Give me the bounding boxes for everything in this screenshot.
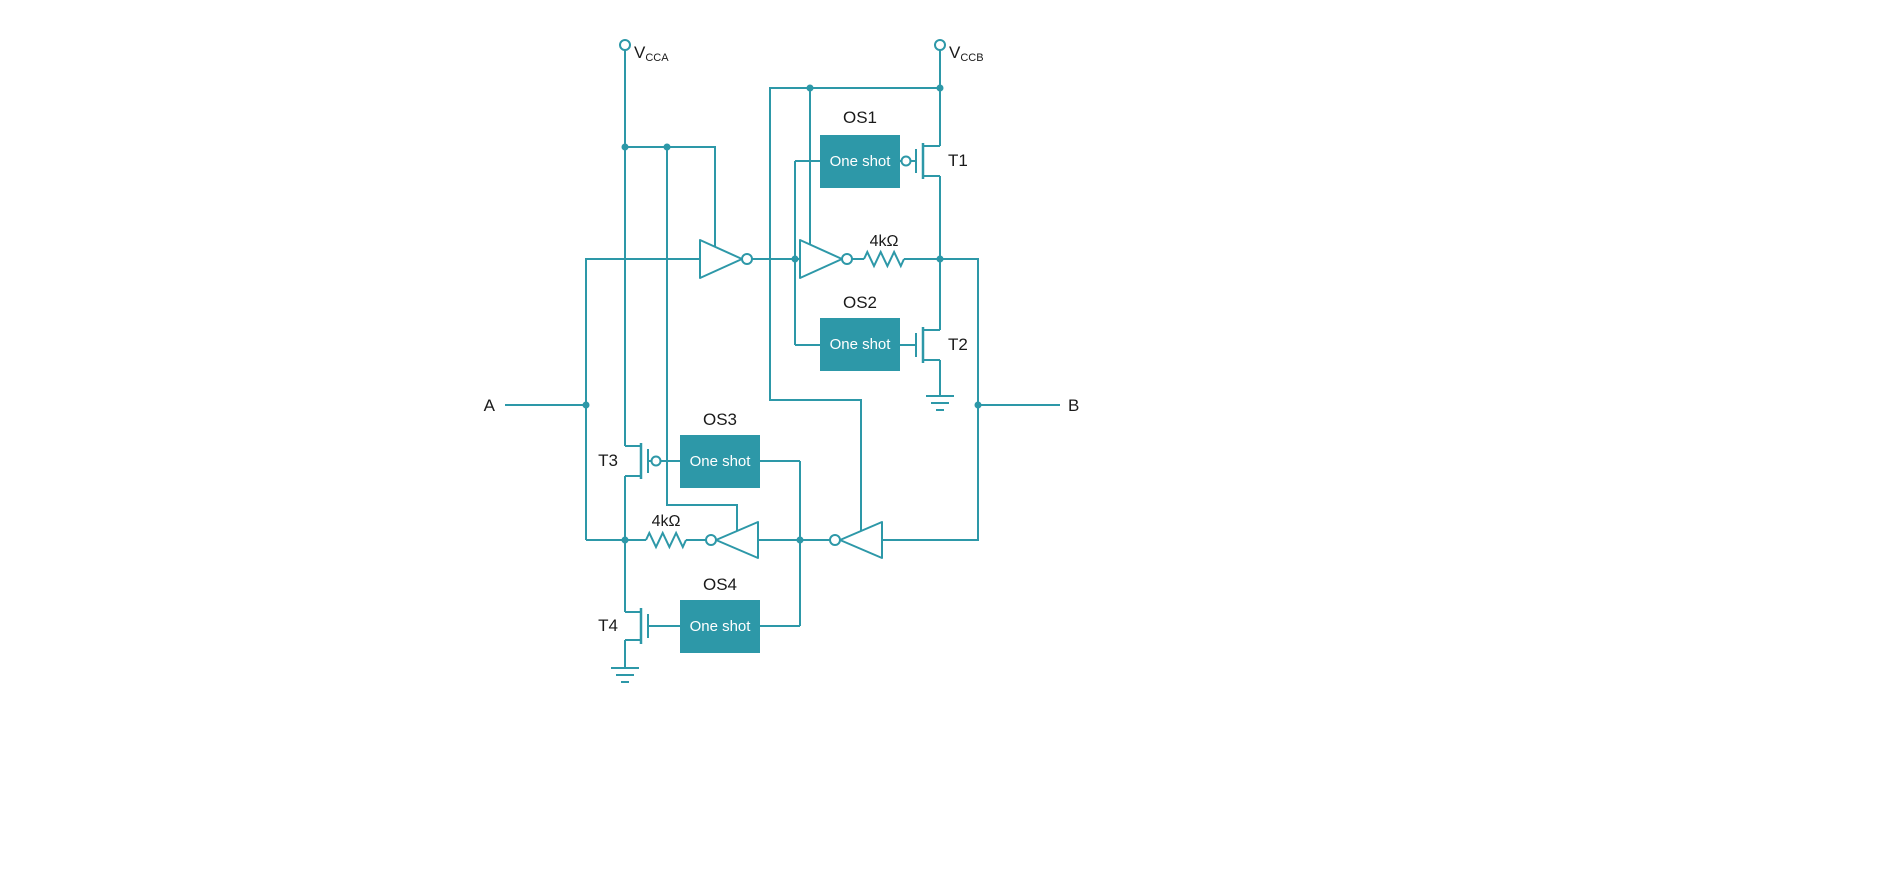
t4-label: T4 (598, 616, 618, 635)
one-shot-os4: One shot (680, 600, 760, 653)
inverter-bubble-icon (705, 534, 717, 546)
one-shot-os1: One shot (820, 135, 900, 188)
resistor-4k-top (863, 249, 905, 269)
junction-dot (621, 536, 629, 544)
pin-a-label: A (484, 396, 496, 415)
vccb-label: VCCB (949, 43, 984, 64)
one-shot-box-text: One shot (690, 453, 752, 470)
inverter-triangle-icon (839, 521, 883, 559)
inverter-bottom-2 (705, 521, 759, 559)
source-drain-leads (625, 445, 641, 477)
ground-bars (611, 667, 639, 683)
transistor-t4 (625, 608, 680, 644)
junction-dot (663, 143, 671, 151)
inverter-bottom-1 (829, 521, 883, 559)
junction-dot (936, 255, 944, 263)
t3-label: T3 (598, 451, 618, 470)
junction-dot (806, 84, 814, 92)
vcca-supply-wire (624, 50, 738, 531)
inverter-top-1 (699, 239, 753, 279)
vcca-label: VCCA (634, 43, 669, 64)
inverter-bubble-icon (741, 253, 753, 265)
one-shot-os3: One shot (680, 435, 760, 488)
junction-dot (791, 255, 799, 263)
inverter-triangle-icon (699, 239, 743, 279)
junction-dot (582, 401, 590, 409)
pmos-bubble-icon (900, 155, 912, 167)
os4-label: OS4 (703, 575, 737, 594)
ground-symbol-b-icon (926, 360, 954, 411)
inverter-bubble-icon (829, 534, 841, 546)
vccb-supply-wire (769, 50, 941, 531)
inverter-bubble-icon (841, 253, 853, 265)
source-drain-leads (625, 611, 641, 641)
junction-dot (796, 536, 804, 544)
source-drain-leads (923, 329, 940, 361)
t2-label: T2 (948, 335, 968, 354)
inverter-triangle-icon (715, 521, 759, 559)
one-shot-box (820, 318, 900, 371)
junction-dot (621, 143, 629, 151)
os2-label: OS2 (843, 293, 877, 312)
inverter-top-2 (799, 239, 853, 279)
one-shot-box-text: One shot (830, 153, 892, 170)
resistor-zigzag-icon (863, 249, 905, 269)
ground-symbol-a-icon (611, 640, 639, 683)
os1-label: OS1 (843, 108, 877, 127)
one-shot-os2: One shot (820, 318, 900, 371)
junction-dot (936, 84, 944, 92)
vcca-terminal-icon (619, 39, 631, 51)
one-shot-box (680, 600, 760, 653)
resistor-bottom-label: 4kΩ (652, 513, 681, 530)
transistor-t2 (900, 327, 940, 363)
one-shot-box (820, 135, 900, 188)
ground-bars (926, 395, 954, 411)
vccb-terminal-icon (934, 39, 946, 51)
transistor-t3 (625, 443, 680, 479)
source-drain-leads (923, 145, 940, 177)
one-shot-box-text: One shot (830, 336, 892, 353)
transistor-t1 (900, 143, 940, 179)
b-node-wire (852, 176, 1060, 541)
t1-label: T1 (948, 151, 968, 170)
pin-b-label: B (1068, 396, 1079, 415)
resistor-zigzag-icon (645, 530, 687, 550)
resistor-4k-bottom (645, 530, 687, 550)
lower-oneshot-tap-wire (758, 460, 830, 627)
os3-label: OS3 (703, 410, 737, 429)
wires (505, 50, 1060, 627)
inverter-triangle-icon (799, 239, 843, 279)
one-shot-box (680, 435, 760, 488)
junction-dots (582, 84, 982, 544)
one-shot-box-text: One shot (690, 618, 752, 635)
junction-dot (974, 401, 982, 409)
a-node-wire (505, 258, 700, 612)
pmos-bubble-icon (650, 455, 662, 467)
resistor-top-label: 4kΩ (870, 233, 899, 250)
upper-oneshot-tap-wire (752, 160, 820, 346)
